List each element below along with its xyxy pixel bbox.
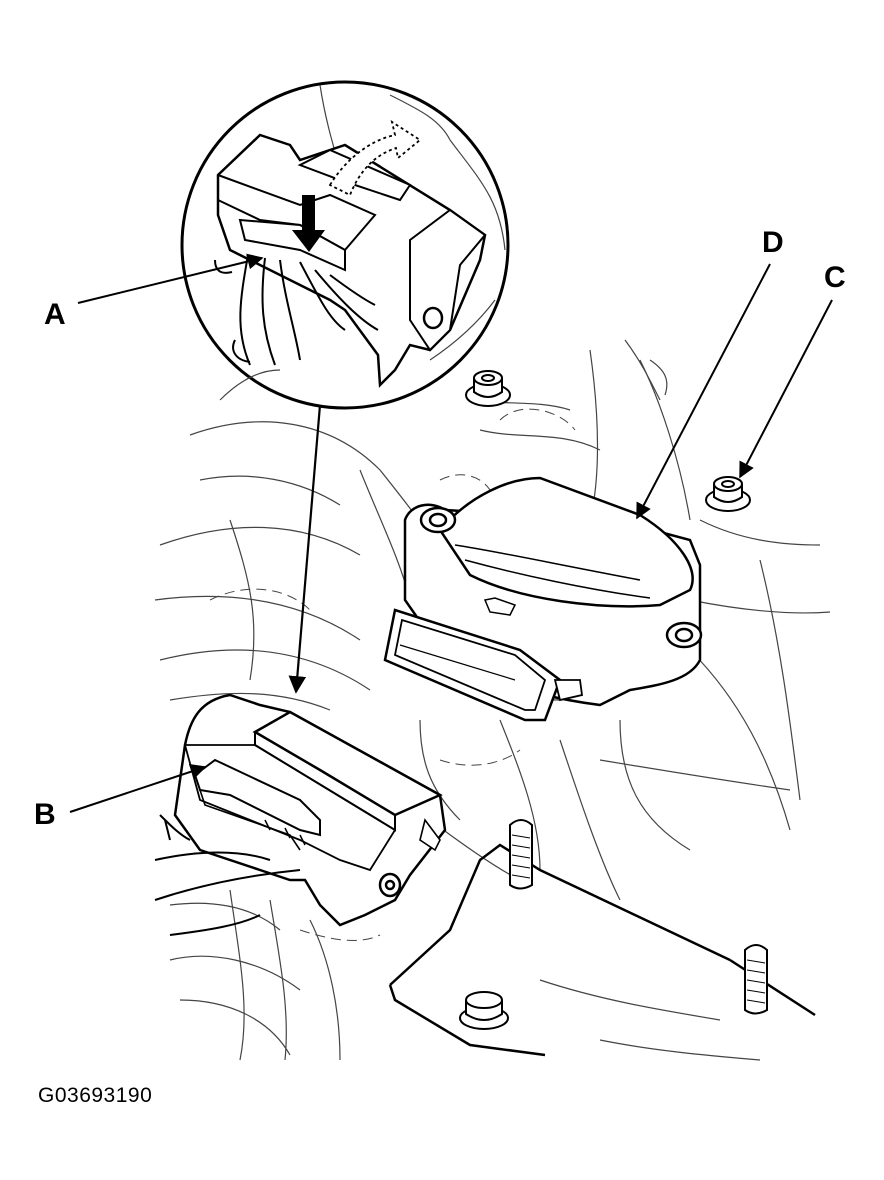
callout-label-b: B <box>34 798 56 831</box>
callout-label-d: D <box>762 226 784 259</box>
background-structure <box>154 339 831 1061</box>
callout-label-c: C <box>824 261 846 294</box>
push-arrow <box>292 195 325 252</box>
detail-circle <box>180 80 510 410</box>
leader-d <box>636 263 771 520</box>
leader-a <box>77 253 264 304</box>
stud-bolt-right <box>744 944 768 1015</box>
flange-nut-right <box>705 476 751 512</box>
flange-nut-bottom <box>459 991 509 1030</box>
figure-id: G03693190 <box>38 1084 153 1107</box>
wire-bundle <box>154 814 301 936</box>
stud-bolt-left <box>509 819 533 890</box>
leader-b <box>69 763 207 813</box>
flange-nut-left <box>465 370 511 407</box>
leader-c <box>739 299 833 479</box>
callout-label-a: A <box>44 298 66 331</box>
lift-arrow <box>328 120 422 197</box>
detail-leader-arrow <box>288 404 322 694</box>
harness-connector <box>173 693 447 927</box>
srs-unit <box>383 476 703 722</box>
